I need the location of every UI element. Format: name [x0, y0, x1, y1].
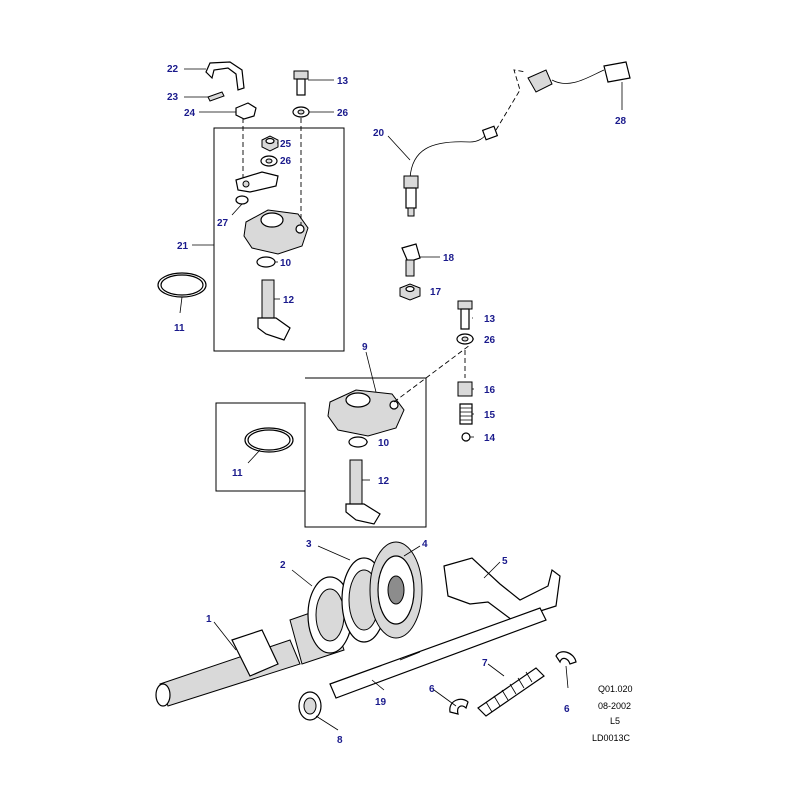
- reference-date: 08-2002: [598, 701, 631, 711]
- part-13-bolt-lower: [457, 300, 473, 330]
- callout-5: 5: [502, 556, 508, 567]
- callout-16: 16: [484, 385, 496, 396]
- callout-3: 3: [306, 539, 312, 550]
- part-4-gear: [369, 541, 423, 639]
- part-10-oring-upper: [256, 256, 276, 268]
- part-21-housing: [243, 209, 309, 255]
- part-9-housing: [327, 389, 405, 437]
- callout-6: 6: [429, 684, 435, 695]
- callout-14: 14: [484, 433, 496, 444]
- part-6-clip-left: [449, 698, 469, 715]
- callout-23: 23: [167, 92, 179, 103]
- callout-26: 26: [484, 335, 496, 346]
- leader-lines: [179, 68, 623, 731]
- part-10-oring-lower: [348, 436, 368, 448]
- callout-1: 1: [206, 614, 212, 625]
- part-15-spring: [459, 403, 473, 425]
- callout-8: 8: [337, 735, 343, 746]
- callout-21: 21: [177, 241, 189, 252]
- part-5-selector-fork: [443, 557, 561, 621]
- reference-code: Q01.020: [598, 684, 633, 694]
- part-19-selector-rod: [329, 607, 547, 699]
- callout-12: 12: [378, 476, 390, 487]
- part-8-bush: [298, 691, 322, 721]
- callout-12: 12: [283, 295, 295, 306]
- part-6-clip-right: [555, 651, 577, 665]
- callout-15: 15: [484, 410, 496, 421]
- part-22-clip: [205, 61, 245, 91]
- part-23-pin: [207, 91, 225, 102]
- callout-labels: 22 23 24 13 26 25 26 27 21 10 12 11 20 2…: [167, 64, 627, 746]
- part-17-nut: [399, 283, 421, 301]
- callout-13: 13: [484, 314, 496, 325]
- callout-2: 2: [280, 560, 286, 571]
- part-13-bolt-upper: [293, 70, 309, 96]
- part-12-shaft-upper: [257, 279, 291, 341]
- callout-18: 18: [443, 253, 455, 264]
- callout-26: 26: [337, 108, 349, 119]
- callout-9: 9: [362, 342, 368, 353]
- reference-line: L5: [610, 716, 620, 726]
- part-25-nut: [261, 135, 279, 152]
- callout-27: 27: [217, 218, 229, 229]
- part-18-bracket: [401, 243, 421, 277]
- part-12-shaft-lower: [345, 459, 381, 525]
- callout-10: 10: [378, 438, 390, 449]
- part-27-washer: [235, 195, 249, 205]
- reference-block: Q01.020 08-2002 L5 LD0013C: [592, 684, 633, 743]
- callout-28: 28: [615, 116, 627, 127]
- part-11-seal-lower: [244, 427, 294, 453]
- callout-19: 19: [375, 697, 387, 708]
- part-20-sensor: [403, 125, 499, 217]
- callout-25: 25: [280, 139, 292, 150]
- part-7-spring: [477, 667, 545, 717]
- part-28-harness: [527, 61, 631, 93]
- harness-dash-line: [495, 69, 527, 131]
- callout-6: 6: [564, 704, 570, 715]
- callout-7: 7: [482, 658, 488, 669]
- part-lever-plate: [235, 171, 279, 193]
- part-16-plug: [457, 381, 473, 397]
- callout-11: 11: [174, 323, 185, 334]
- callout-10: 10: [280, 258, 292, 269]
- part-26-washer-lower: [456, 333, 474, 345]
- reference-drawing: LD0013C: [592, 733, 631, 743]
- callout-24: 24: [184, 108, 196, 119]
- group-9-frame: [215, 377, 427, 528]
- part-24-bracket: [235, 102, 257, 120]
- part-2-synchro-hub: [307, 576, 353, 654]
- callout-11: 11: [232, 468, 243, 479]
- group-21-frame: [213, 127, 345, 352]
- callout-22: 22: [167, 64, 179, 75]
- part-11-seal-upper: [157, 272, 207, 298]
- callout-4: 4: [422, 539, 428, 550]
- part-26-washer-upper: [292, 106, 310, 118]
- callout-13: 13: [337, 76, 349, 87]
- callout-20: 20: [373, 128, 385, 139]
- part-14-ball: [461, 432, 471, 442]
- callout-26: 26: [280, 156, 292, 167]
- callout-17: 17: [430, 287, 442, 298]
- part-26-washer-mid: [260, 155, 278, 167]
